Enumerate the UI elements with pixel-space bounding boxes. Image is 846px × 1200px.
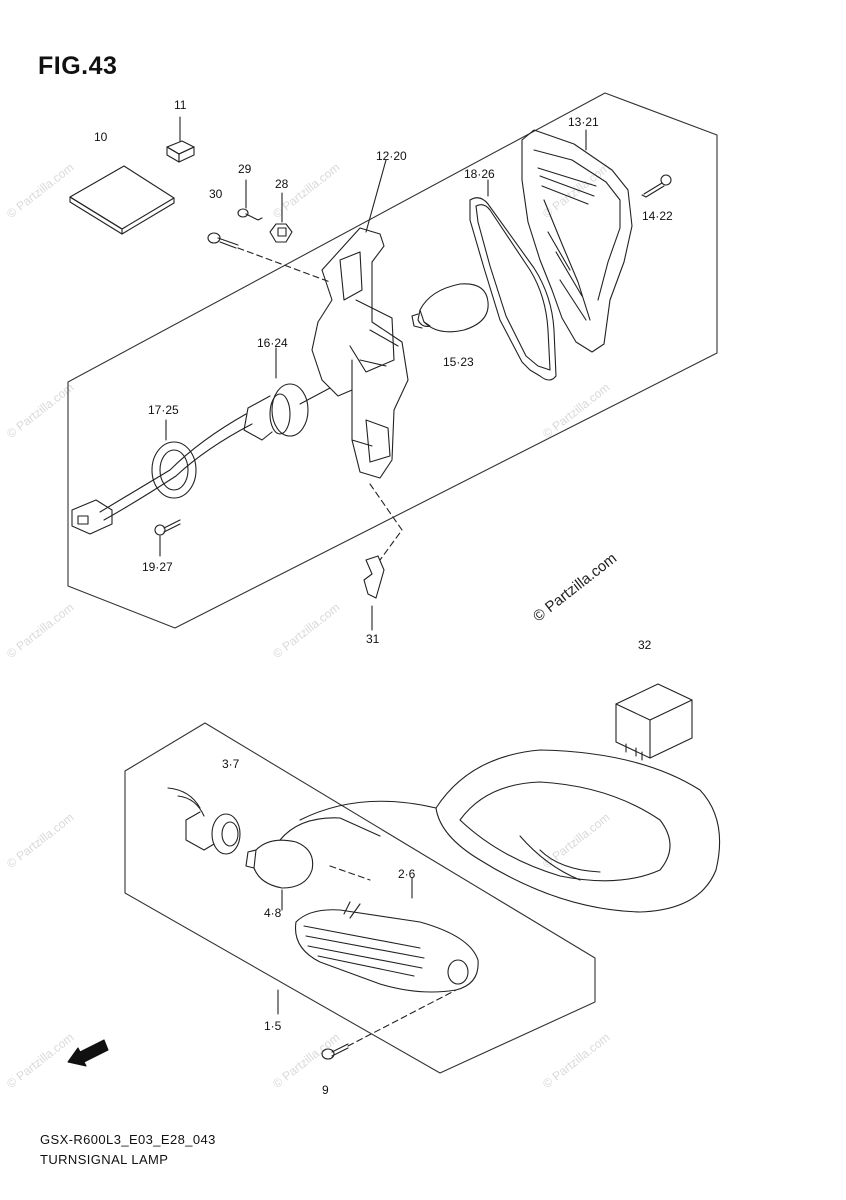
part-30-screw — [207, 232, 239, 249]
callout-19-27[interactable]: 19·27 — [142, 560, 173, 574]
part-13-lens — [521, 129, 633, 353]
part-18-gasket — [469, 179, 557, 381]
figure-title: FIG.43 — [38, 52, 118, 80]
callout-9[interactable]: 9 — [322, 1083, 329, 1097]
part-16-socket — [243, 347, 331, 441]
part-31-clip — [363, 483, 403, 631]
upper-assembly-frame — [67, 92, 718, 629]
callout-30[interactable]: 30 — [209, 187, 223, 201]
callout-18-26[interactable]: 18·26 — [464, 167, 495, 181]
part-3-socket — [167, 787, 241, 855]
callout-1-5[interactable]: 1·5 — [264, 1019, 282, 1033]
guide-line — [237, 247, 331, 283]
fwd-arrow-icon — [67, 1039, 109, 1067]
callout-17-25[interactable]: 17·25 — [148, 403, 179, 417]
mirror-housing — [279, 749, 721, 913]
part-4-bulb — [245, 839, 371, 911]
callout-12-20[interactable]: 12·20 — [376, 149, 407, 163]
part-28-nut — [269, 192, 293, 243]
callout-32[interactable]: 32 — [638, 638, 652, 652]
callout-3-7[interactable]: 3·7 — [222, 757, 240, 771]
callout-13-21[interactable]: 13·21 — [568, 115, 599, 129]
diagram-code: GSX-R600L3_E03_E28_043 — [40, 1132, 216, 1147]
part-12-bracket-housing — [311, 159, 409, 479]
callout-14-22[interactable]: 14·22 — [642, 209, 673, 223]
part-11-cushion — [166, 116, 195, 163]
callout-11[interactable]: 11 — [174, 98, 187, 112]
part-29-screw — [237, 179, 263, 221]
diagram-name: TURNSIGNAL LAMP — [40, 1152, 169, 1167]
part-2-lens — [294, 877, 479, 993]
part-17-grommet — [71, 413, 253, 535]
callout-31[interactable]: 31 — [366, 632, 380, 646]
callout-28[interactable]: 28 — [275, 177, 289, 191]
callout-10[interactable]: 10 — [94, 130, 108, 144]
callout-16-24[interactable]: 16·24 — [257, 336, 288, 350]
part-15-bulb — [411, 283, 489, 333]
part-32-relay — [615, 683, 693, 761]
part-9-screw — [321, 989, 457, 1060]
lower-assembly-frame — [124, 722, 596, 1074]
part-10-reflector-sheet — [69, 165, 175, 235]
part-14-screw — [641, 174, 672, 198]
callout-4-8[interactable]: 4·8 — [264, 906, 282, 920]
callout-15-23[interactable]: 15·23 — [443, 355, 474, 369]
part-19-screw — [154, 519, 181, 557]
callout-29[interactable]: 29 — [238, 162, 252, 176]
callout-2-6[interactable]: 2·6 — [398, 867, 416, 881]
